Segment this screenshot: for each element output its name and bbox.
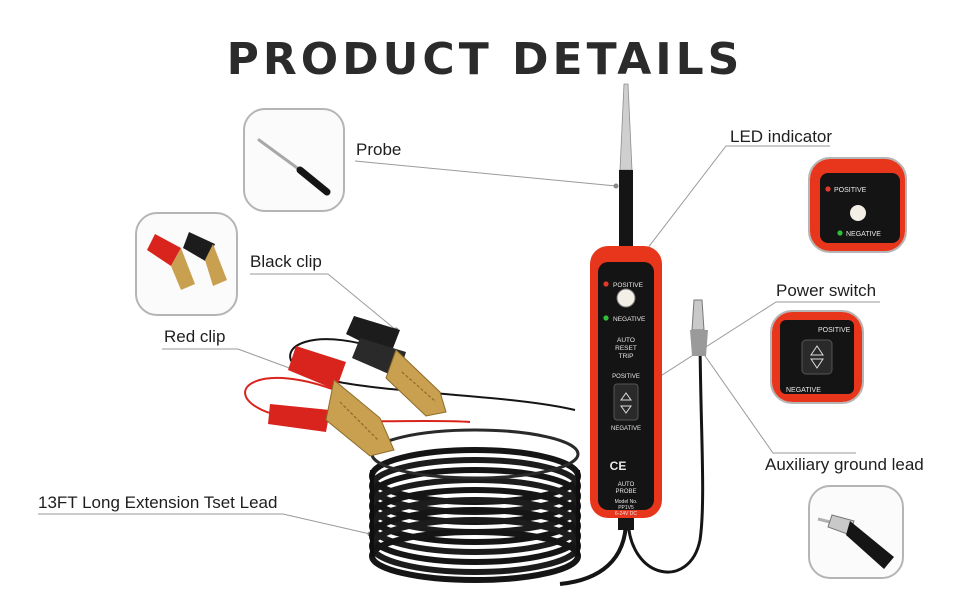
device-switch-negative: NEGATIVE bbox=[611, 426, 641, 432]
black-clip-leader bbox=[250, 273, 397, 331]
led-thumb-positive: POSITIVE bbox=[834, 187, 867, 194]
probe-tip bbox=[619, 83, 633, 248]
aux-ground-wire bbox=[626, 329, 705, 574]
switch-thumbnail: POSITIVE NEGATIVE bbox=[770, 310, 864, 404]
power-switch-label: Power switch bbox=[776, 281, 877, 300]
black-wire bbox=[289, 338, 576, 411]
extension-leader bbox=[38, 513, 371, 535]
device-model-line-3: 6-24V DC bbox=[615, 511, 637, 517]
extension-lead-coil bbox=[369, 428, 581, 583]
probe-leader bbox=[354, 160, 617, 187]
device-positive-label: POSITIVE bbox=[613, 282, 644, 289]
device-auto-probe-2: PROBE bbox=[615, 489, 636, 495]
led-thumb-negative: NEGATIVE bbox=[846, 231, 881, 238]
tester-body: POSITIVE NEGATIVE AUTO RESET TRIP POSITI… bbox=[590, 246, 662, 530]
led-leader bbox=[610, 145, 830, 297]
aux-ground-lead-label: Auxiliary ground lead bbox=[765, 455, 924, 474]
red-wire bbox=[244, 377, 471, 423]
red-clip-label: Red clip bbox=[164, 327, 226, 346]
switch-thumb-positive: POSITIVE bbox=[818, 327, 851, 334]
red-clip bbox=[268, 346, 395, 457]
device-model-line-1: Model No. bbox=[615, 499, 638, 505]
black-clip-label: Black clip bbox=[250, 252, 322, 271]
clips-thumbnail bbox=[135, 212, 238, 316]
aux-clip bbox=[690, 299, 708, 356]
device-tail-cable bbox=[559, 519, 628, 586]
device-auto-probe-1: AUTO bbox=[618, 482, 635, 488]
black-clip bbox=[346, 316, 447, 417]
device-auto-label: AUTO bbox=[617, 337, 635, 344]
probe-thumbnail bbox=[243, 108, 345, 212]
device-reset-label: RESET bbox=[615, 345, 637, 352]
extension-lead-label: 13FT Long Extension Tset Lead bbox=[38, 493, 278, 512]
page-title: PRODUCT DETAILS bbox=[226, 34, 744, 85]
led-thumbnail: POSITIVE NEGATIVE bbox=[808, 157, 907, 253]
ce-mark: CE bbox=[610, 459, 627, 473]
device-negative-label: NEGATIVE bbox=[613, 316, 646, 323]
probe-label: Probe bbox=[356, 140, 402, 159]
device-switch-positive: POSITIVE bbox=[612, 374, 640, 380]
red-clip-leader bbox=[162, 348, 339, 387]
switch-thumb-negative: NEGATIVE bbox=[786, 387, 821, 394]
led-indicator-label: LED indicator bbox=[730, 127, 833, 146]
device-model-line-2: PP1V5 bbox=[618, 505, 634, 511]
aux-lead-thumbnail bbox=[808, 485, 904, 579]
device-trip-label: TRIP bbox=[619, 353, 634, 360]
